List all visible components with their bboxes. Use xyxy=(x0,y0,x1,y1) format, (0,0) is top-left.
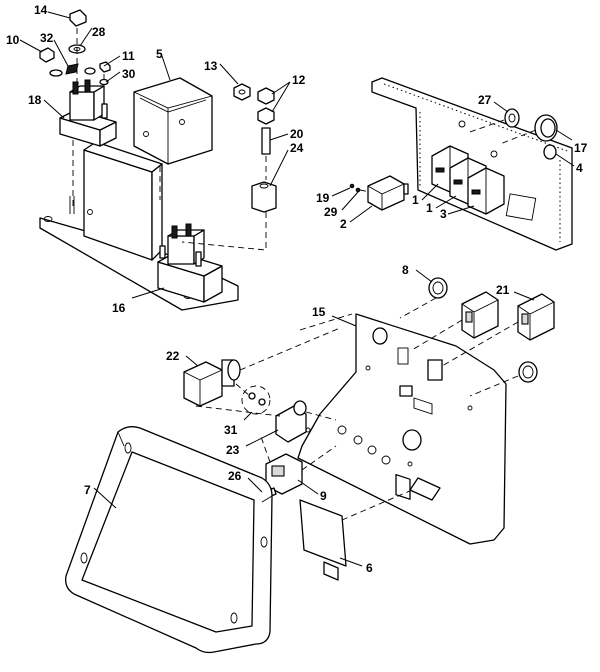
callout-1a: 1 xyxy=(412,193,419,207)
standoff-stack xyxy=(181,87,277,251)
callout-14: 14 xyxy=(34,3,48,17)
callout-17: 17 xyxy=(574,141,588,155)
callout-5: 5 xyxy=(156,47,163,61)
callout-18: 18 xyxy=(28,93,42,107)
knob-right xyxy=(469,361,538,397)
callout-labels: 14 28 10 32 11 30 18 5 13 12 20 24 19 29… xyxy=(6,3,588,575)
callout-2: 2 xyxy=(340,217,347,231)
callout-16: 16 xyxy=(112,301,126,315)
control-panel-15 xyxy=(297,313,507,545)
solenoid-lower xyxy=(157,223,223,303)
callout-22: 22 xyxy=(166,349,180,363)
callout-32: 32 xyxy=(40,31,54,45)
callout-3: 3 xyxy=(440,207,447,221)
callout-1b: 1 xyxy=(426,201,433,215)
callout-15: 15 xyxy=(312,305,326,319)
callout-4: 4 xyxy=(576,161,583,175)
callout-26: 26 xyxy=(228,469,242,483)
handle-frame-7 xyxy=(65,426,273,654)
callout-29: 29 xyxy=(324,205,338,219)
nut-13 xyxy=(233,83,251,101)
callout-19: 19 xyxy=(316,191,330,205)
callout-31: 31 xyxy=(224,423,238,437)
callout-24: 24 xyxy=(290,141,304,155)
rocker-switches-21 xyxy=(411,291,555,367)
leader-lines xyxy=(19,11,575,567)
callout-21: 21 xyxy=(496,283,510,297)
callout-10: 10 xyxy=(6,33,20,47)
grommets-4-17-27 xyxy=(469,108,558,160)
relay-2 xyxy=(367,175,409,211)
part-31 xyxy=(241,385,271,415)
knob-8 xyxy=(399,277,448,319)
callout-13: 13 xyxy=(204,59,218,73)
solenoid-18 xyxy=(59,79,117,210)
callout-20: 20 xyxy=(290,127,304,141)
hardware-nuts-washers xyxy=(39,9,111,100)
callout-23: 23 xyxy=(226,443,240,457)
callout-12: 12 xyxy=(292,73,306,87)
callout-8: 8 xyxy=(402,263,409,277)
rocker-switches-1-3 xyxy=(431,145,505,215)
callout-27: 27 xyxy=(478,93,492,107)
callout-7: 7 xyxy=(84,483,91,497)
callout-30: 30 xyxy=(122,67,136,81)
callout-11: 11 xyxy=(122,49,135,63)
callout-28: 28 xyxy=(92,25,106,39)
screws-19-29 xyxy=(349,183,371,193)
controller-module-5 xyxy=(133,77,213,200)
key-switch-22 xyxy=(183,327,341,407)
cover-plate-6 xyxy=(299,489,413,581)
callout-9: 9 xyxy=(320,489,327,503)
switch-23 xyxy=(275,400,337,443)
callout-6: 6 xyxy=(366,561,373,575)
